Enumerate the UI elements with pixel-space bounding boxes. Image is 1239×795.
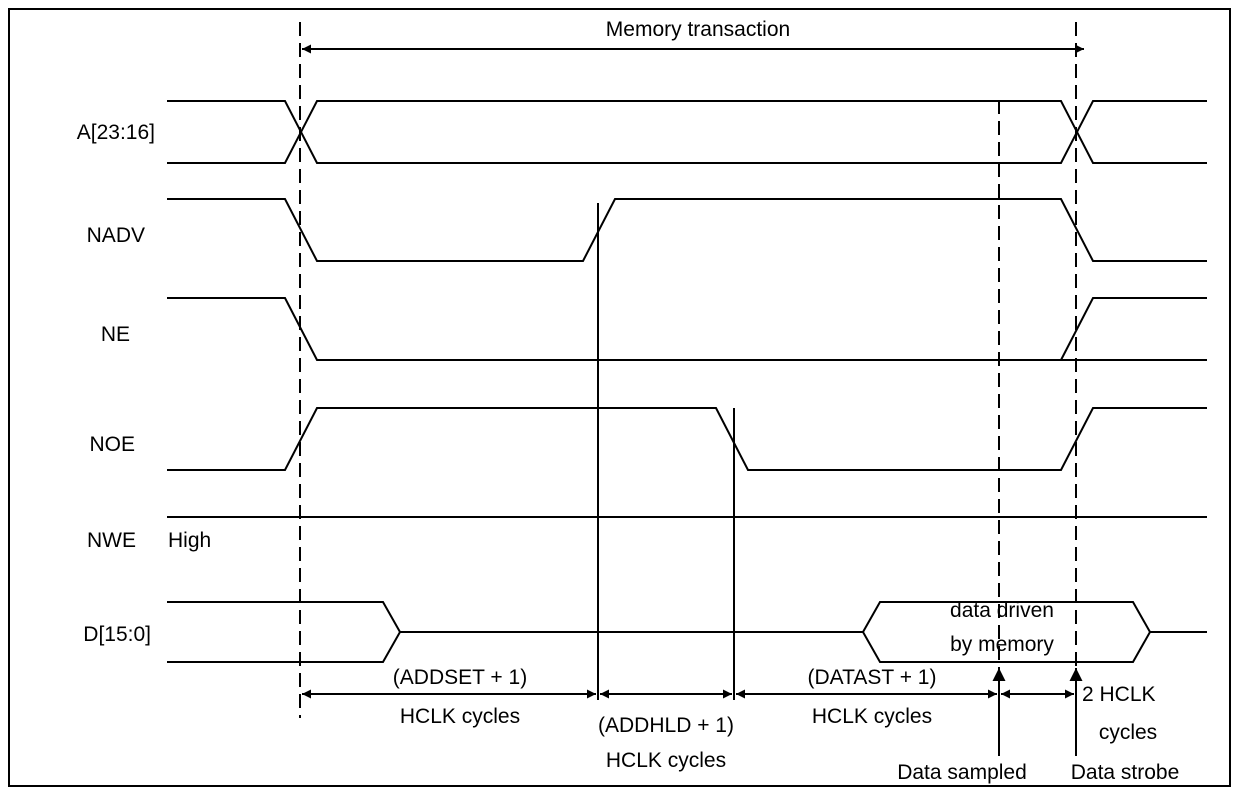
waveform-a xyxy=(167,100,1207,164)
two-hclk-label-1: 2 HCLK xyxy=(1082,683,1156,706)
addhld-label-2: HCLK cycles xyxy=(606,749,726,772)
data-driven-note-1: data driven xyxy=(950,599,1054,622)
nwe-high-note: High xyxy=(168,529,211,552)
addset-label-1: (ADDSET + 1) xyxy=(393,666,527,689)
data-driven-note-2: by memory xyxy=(950,633,1054,656)
data-sampled-label: Data sampled xyxy=(897,761,1027,784)
signal-label-ne: NE xyxy=(101,323,130,346)
data-strobe-label: Data strobe xyxy=(1071,761,1180,784)
signal-label-nwe: NWE xyxy=(87,529,136,552)
signal-label-a: A[23:16] xyxy=(77,121,155,144)
signal-label-noe: NOE xyxy=(89,433,135,456)
addhld-label-1: (ADDHLD + 1) xyxy=(598,714,734,737)
transaction-title: Memory transaction xyxy=(606,18,790,41)
signal-label-d: D[15:0] xyxy=(83,623,151,646)
two-hclk-label-2: cycles xyxy=(1099,721,1157,744)
waveform-ne-low xyxy=(167,297,1207,361)
addset-label-2: HCLK cycles xyxy=(400,705,520,728)
datast-label-1: (DATAST + 1) xyxy=(808,666,937,689)
waveform-ne-rise xyxy=(1060,297,1207,361)
signal-label-nadv: NADV xyxy=(87,224,145,247)
datast-label-2: HCLK cycles xyxy=(812,705,932,728)
waveform-noe xyxy=(167,407,1207,471)
waveform-d xyxy=(167,601,1207,663)
waveform-nadv xyxy=(167,198,1207,262)
diagram-frame xyxy=(8,8,1231,787)
